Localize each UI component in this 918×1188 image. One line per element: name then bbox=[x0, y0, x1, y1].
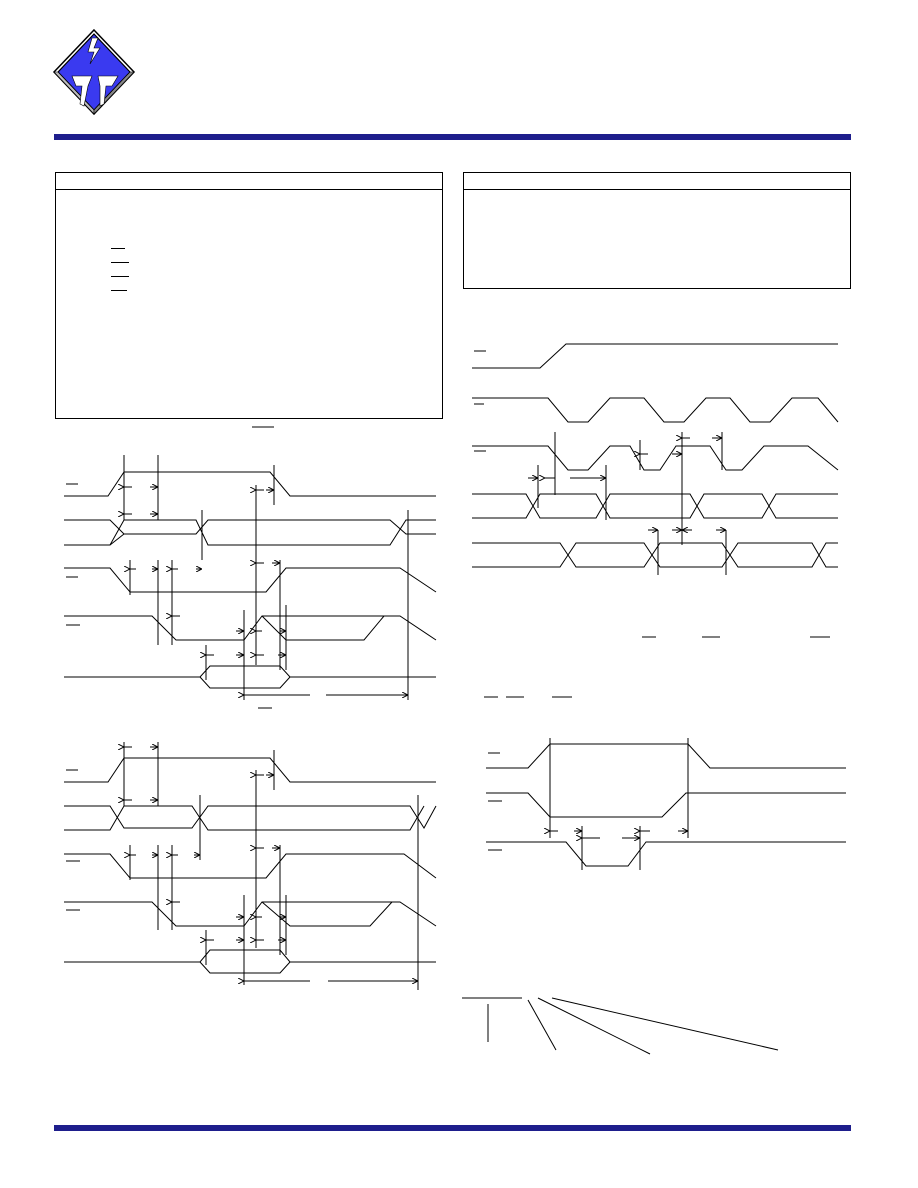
overbar bbox=[111, 290, 127, 291]
overbar bbox=[111, 262, 129, 263]
read-cycle-timing-diagram-2 bbox=[64, 742, 437, 990]
read-cycle-timing-diagram-1 bbox=[64, 426, 437, 709]
right-table-header bbox=[464, 173, 850, 190]
left-spec-table bbox=[55, 172, 443, 419]
right-spec-table bbox=[463, 172, 851, 289]
ordering-code-diagram bbox=[462, 997, 779, 1055]
footer-rule bbox=[54, 1125, 851, 1131]
left-table-header bbox=[56, 173, 442, 190]
serial-timing-diagram bbox=[472, 343, 839, 698]
overbar bbox=[111, 248, 125, 249]
header-rule bbox=[54, 134, 851, 140]
overbar bbox=[111, 276, 129, 277]
write-timing-diagram bbox=[486, 738, 846, 870]
